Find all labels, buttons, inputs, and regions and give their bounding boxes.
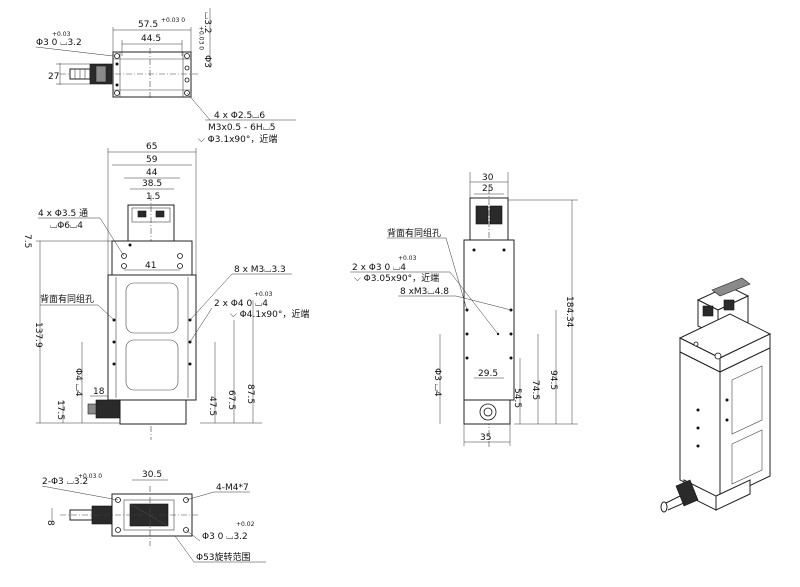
front-view: 65 59 44 38.5 1.5 41 4 x Φ3.5 通 ⌴Φ6⌴4 7.… [22,142,309,440]
note-top-line1: 4 x Φ2.5⌴6 [214,111,265,121]
iso-body-right-face [719,347,771,501]
dim-47-5: 47.5 [207,396,217,416]
svg-text:+0.03: +0.03 [254,291,273,298]
dim-30: 30 [482,173,494,183]
dim-18: 18 [93,387,105,397]
dim-phi3-vert: Φ3 [202,55,212,68]
note-front-m3: 8 x M3⌴3.3 [234,265,286,275]
dim-7-5: 7.5 [22,234,32,248]
dim-184-34: 184.34 [564,296,574,328]
note-front-phi4-2: ⌵ Φ4.1x90°，近端 [230,308,309,320]
dim-phi3-left: Φ3 0 ⌴3.2 [36,38,82,48]
side-main-body [463,239,515,401]
isometric-view [660,277,772,513]
dim-44-5: 44.5 [141,34,161,44]
note-side-phi3-1: 2 x Φ3 0 ⌴4 [352,263,406,273]
note-front-phi4-1: 2 x Φ4 0 ⌴4 [214,299,268,309]
dim-35: 35 [480,433,491,443]
svg-text:+0.03: +0.03 [398,255,417,262]
dim-74-5: 74.5 [530,380,540,400]
dim-30-5: 30.5 [142,470,162,480]
note-side-phi3-2: ⌵ Φ3.05x90°，近端 [354,272,439,284]
iso-connector [675,479,699,507]
note-front-holes-1: 4 x Φ3.5 通 [38,208,88,219]
svg-text:+0.03: +0.03 [52,31,71,38]
dim-phi3-bottom: 2-Φ3 ⌴3.2 [42,477,88,487]
note-top-line3: ⌵ Φ3.1x90°，近端 [198,133,277,145]
corner-hole [184,53,190,59]
dim-1-5: 1.5 [146,192,160,202]
iso-body-left-face [679,351,721,501]
dim-44: 44 [146,168,158,178]
dim-25: 25 [482,184,493,194]
dim-67-5: 67.5 [226,390,236,410]
dim-29-5: 29.5 [478,369,498,379]
svg-text:+0.03 0: +0.03 0 [78,473,102,480]
top-view: 57.5 +0.03 0 44.5 +0.03 Φ3 0 ⌴3.2 27 ⌴3.… [35,8,296,145]
dim-38-5: 38.5 [142,179,162,189]
dim-41: 41 [145,261,156,271]
dim-94-5: 94.5 [548,370,558,390]
dim-8: 8 [45,520,55,526]
side-view: 30 25 184.34 背面有同组孔 +0.03 2 x Φ3 0 ⌴4 ⌵ … [350,172,578,448]
dim-27: 27 [48,72,59,82]
dim-57-5: 57.5 [138,20,158,30]
dim-87-5: 87.5 [245,384,255,404]
dim-phi3-bottom-right: Φ3 0 ⌴3.2 [202,532,248,542]
note-top-line2: M3x0.5 - 6H⌴5 [208,123,276,133]
svg-text:+0.03 0: +0.03 0 [161,17,185,24]
front-connector [95,399,121,419]
dim-137-9: 137.9 [33,322,43,348]
dim-17-5: 17.5 [55,400,65,420]
svg-text:+0.03 0: +0.03 0 [198,26,205,50]
corner-hole [114,53,120,59]
main-body [107,274,197,401]
svg-text:+0.02: +0.02 [236,521,255,528]
base-block [119,399,187,425]
dim-65: 65 [146,142,157,152]
note-rotation: Φ53旋转范围 [196,551,251,563]
dim-phi3-side: Φ3 ⌴4 [432,368,442,397]
note-side-back: 背面有同组孔 [387,227,441,239]
note-front-back: 背面有同组孔 [40,293,94,305]
note-m4: 4-M4*7 [216,483,249,493]
bottom-view: 30.5 2-Φ3 ⌴3.2 +0.03 0 8 4-M4*7 +0.02 Φ3… [41,470,266,563]
note-side-m3: 8 xM3⌴4.8 [400,287,449,297]
top-view-body [112,51,192,98]
corner-hole [114,90,120,96]
dim-59: 59 [146,155,158,165]
dim-54-5: 54.5 [512,388,522,408]
dim-phi4-vert: Φ4 ⌴4 [73,368,83,397]
note-front-holes-2: ⌴Φ6⌴4 [50,221,83,231]
dim-depth-vert: ⌴3.2 [202,12,212,34]
